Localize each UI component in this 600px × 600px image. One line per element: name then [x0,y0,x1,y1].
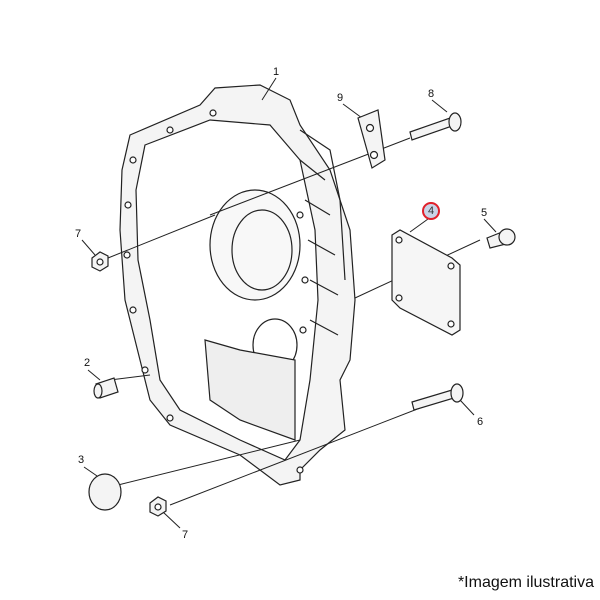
plug-part-3 [88,473,122,511]
housing-part-1 [119,84,356,486]
pin-part-2 [93,377,119,399]
label-upper-bolt: 8 [427,88,435,100]
label-nut-upper: 7 [74,228,82,240]
label-lower-bolt: 6 [476,416,484,428]
label-housing: 1 [272,66,280,78]
bolt-part-8 [409,112,462,141]
label-bracket: 9 [336,92,344,104]
bolt-part-5 [486,228,516,249]
bracket-part-9 [357,109,386,169]
label-pin: 2 [83,357,91,369]
cover-plate-part-4 [391,229,461,336]
label-cover-plate-highlighted: 4 [422,202,440,220]
bolt-part-6 [411,383,464,411]
label-plug: 3 [77,454,85,466]
label-nut-lower: 7 [181,529,189,541]
illustrative-image-caption: *Imagem ilustrativa [457,574,594,591]
label-cover-bolt: 5 [480,207,488,219]
